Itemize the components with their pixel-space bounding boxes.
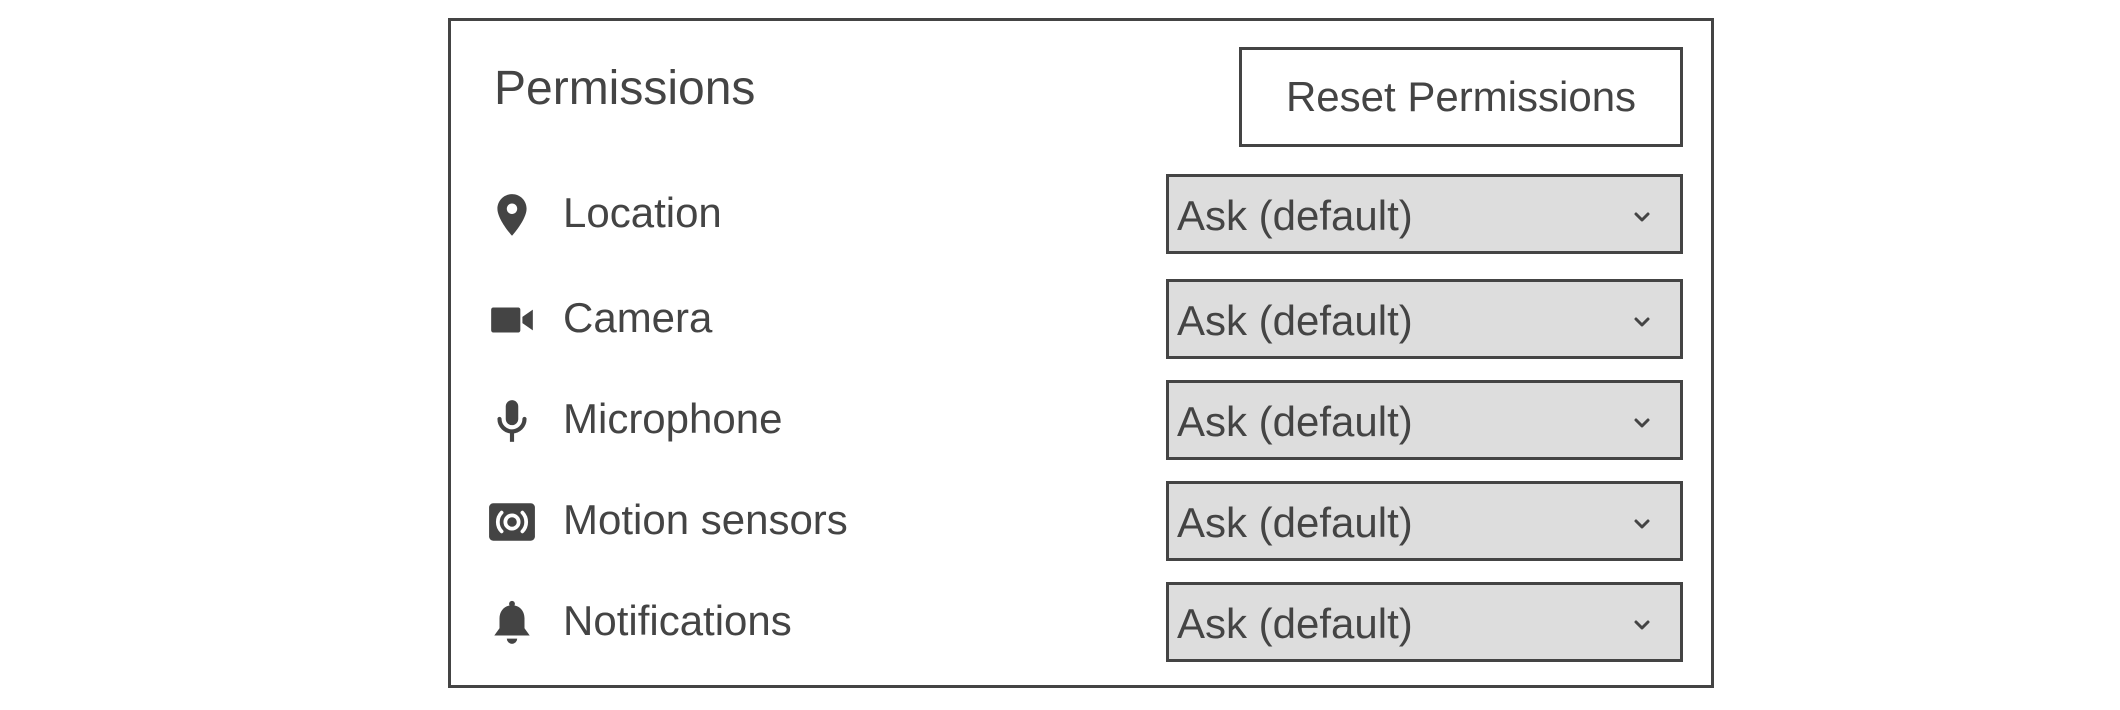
location-pin-icon: [487, 190, 537, 240]
permissions-panel: Permissions Reset Permissions Location A…: [448, 18, 1714, 688]
page-title: Permissions: [494, 62, 756, 115]
bell-icon: [487, 598, 537, 648]
permission-row-camera: Camera Ask (default): [451, 279, 1711, 359]
camera-icon: [487, 295, 537, 345]
chevron-down-icon: [1630, 512, 1654, 536]
permission-row-location: Location Ask (default): [451, 174, 1711, 254]
motion-sensor-icon: [487, 497, 537, 547]
permission-row-microphone: Microphone Ask (default): [451, 380, 1711, 460]
chevron-down-icon: [1630, 411, 1654, 435]
select-value: Ask (default): [1177, 297, 1413, 344]
select-value: Ask (default): [1177, 499, 1413, 546]
permission-label: Motion sensors: [563, 496, 848, 543]
chevron-down-icon: [1630, 205, 1654, 229]
chevron-down-icon: [1630, 310, 1654, 334]
chevron-down-icon: [1630, 613, 1654, 637]
microphone-icon: [487, 396, 537, 446]
notifications-permission-select[interactable]: Ask (default): [1166, 582, 1683, 662]
camera-permission-select[interactable]: Ask (default): [1166, 279, 1683, 359]
select-value: Ask (default): [1177, 192, 1413, 239]
location-permission-select[interactable]: Ask (default): [1166, 174, 1683, 254]
permission-row-motion-sensors: Motion sensors Ask (default): [451, 481, 1711, 561]
permission-label: Camera: [563, 294, 713, 341]
permission-row-notifications: Notifications Ask (default): [451, 582, 1711, 662]
select-value: Ask (default): [1177, 600, 1413, 647]
permission-label: Notifications: [563, 597, 792, 644]
permission-label: Location: [563, 189, 722, 236]
motion-sensors-permission-select[interactable]: Ask (default): [1166, 481, 1683, 561]
microphone-permission-select[interactable]: Ask (default): [1166, 380, 1683, 460]
select-value: Ask (default): [1177, 398, 1413, 445]
reset-permissions-button[interactable]: Reset Permissions: [1239, 47, 1683, 147]
permission-label: Microphone: [563, 395, 783, 442]
